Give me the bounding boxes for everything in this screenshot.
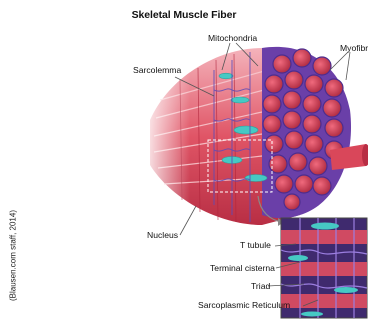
label-myofibrils: Myofibrils: [340, 44, 368, 53]
label-sarcoplasmic-reticulum: Sarcoplasmic Reticulum: [198, 301, 290, 310]
inset-detail: [281, 218, 367, 318]
label-t-tubule: T tubule: [240, 241, 271, 250]
label-sarcolemma: Sarcolemma: [133, 66, 181, 75]
label-mitochondria: Mitochondria: [208, 34, 257, 43]
label-terminal-cisterna: Terminal cisterna: [210, 264, 275, 273]
label-triad: Triad: [251, 282, 270, 291]
myofibril-bundle: [262, 47, 368, 218]
label-nucleus: Nucleus: [147, 231, 178, 240]
